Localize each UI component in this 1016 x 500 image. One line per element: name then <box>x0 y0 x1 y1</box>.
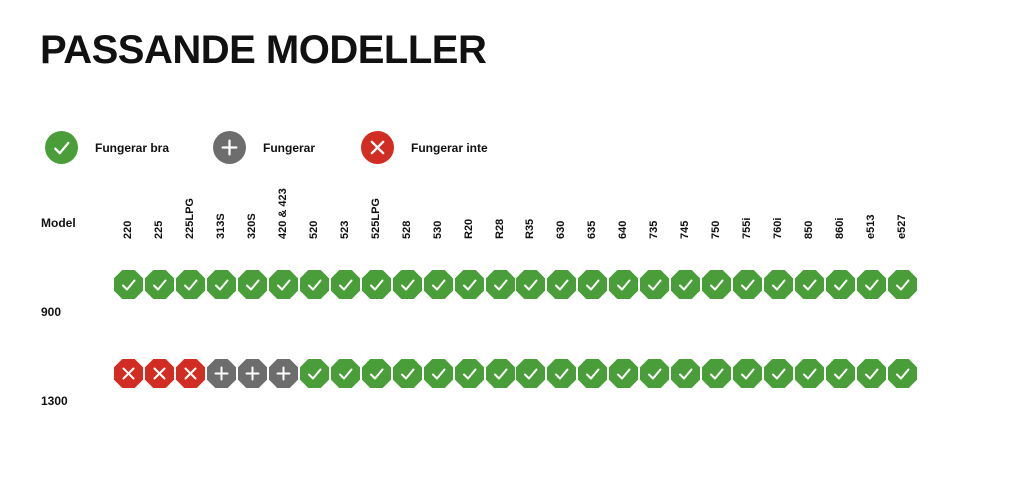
column-header-label: 850 <box>803 220 816 239</box>
plus-icon <box>237 359 267 388</box>
column-header-label: 860i <box>834 217 847 239</box>
check-icon <box>826 359 856 388</box>
check-icon <box>609 359 639 388</box>
check-icon <box>45 131 78 164</box>
check-icon <box>361 359 391 388</box>
column-header-label: 745 <box>679 220 692 239</box>
check-icon <box>578 359 608 388</box>
check-icon <box>764 270 794 299</box>
check-icon <box>299 359 329 388</box>
check-icon <box>330 270 360 299</box>
cross-icon <box>175 359 205 388</box>
check-icon <box>857 359 887 388</box>
column-header-label: 420 & 423 <box>276 188 289 239</box>
check-icon <box>733 359 763 388</box>
column-header-label: 760i <box>772 217 785 239</box>
plus-icon <box>213 131 246 164</box>
check-icon <box>454 359 484 388</box>
check-icon <box>857 270 887 299</box>
check-icon <box>423 359 453 388</box>
check-icon <box>547 270 577 299</box>
check-icon <box>671 270 701 299</box>
check-icon <box>888 270 917 299</box>
check-icon <box>114 270 143 299</box>
column-header-label: 640 <box>617 220 630 239</box>
check-icon <box>392 270 422 299</box>
column-header-label: 735 <box>648 220 661 239</box>
check-icon <box>516 270 546 299</box>
column-header-label: 635 <box>586 220 599 239</box>
check-icon <box>268 270 298 299</box>
check-icon <box>454 270 484 299</box>
check-icon <box>237 270 267 299</box>
column-header-label: e527 <box>896 214 908 239</box>
check-icon <box>764 359 794 388</box>
legend-item-ok: Fungerar <box>213 131 315 164</box>
check-icon <box>640 270 670 299</box>
check-icon <box>733 270 763 299</box>
column-header-label: R20 <box>462 218 475 239</box>
check-icon <box>640 359 670 388</box>
column-header-label: 225 <box>152 220 165 239</box>
page-title: PASSANDE MODELLER <box>40 28 487 72</box>
model-header-label: Model <box>41 216 76 230</box>
column-header-label: 630 <box>555 220 568 239</box>
column-header-label: 750 <box>710 220 723 239</box>
check-icon <box>702 359 732 388</box>
check-icon <box>671 359 701 388</box>
check-icon <box>392 359 422 388</box>
check-icon <box>361 270 391 299</box>
column-header-label: 525LPG <box>369 198 382 239</box>
legend-label-bad: Fungerar inte <box>411 140 488 155</box>
check-icon <box>795 359 825 388</box>
column-header-label: 225LPG <box>183 198 196 239</box>
cross-icon <box>144 359 174 388</box>
legend-item-bad: Fungerar inte <box>361 131 488 164</box>
column-header-label: 320S <box>245 213 258 239</box>
column-header-label: R28 <box>493 218 506 239</box>
column-header-label: 755i <box>741 217 754 239</box>
check-icon <box>299 270 329 299</box>
plus-icon <box>268 359 298 388</box>
check-icon <box>578 270 608 299</box>
check-icon <box>330 359 360 388</box>
column-header-label: 520 <box>307 220 320 239</box>
check-icon <box>206 270 236 299</box>
check-icon <box>175 270 205 299</box>
column-header-label: R35 <box>524 218 537 239</box>
cross-icon <box>361 131 394 164</box>
legend-label-ok: Fungerar <box>263 140 316 155</box>
legend-label-good: Fungerar bra <box>95 140 170 155</box>
row-label-model: 900 <box>41 305 62 319</box>
check-icon <box>547 359 577 388</box>
cross-icon <box>114 359 143 388</box>
column-header-label: 528 <box>400 220 413 239</box>
check-icon <box>795 270 825 299</box>
plus-icon <box>206 359 236 388</box>
check-icon <box>485 270 515 299</box>
column-header-label: e513 <box>865 214 878 239</box>
check-icon <box>144 270 174 299</box>
legend-item-good: Fungerar bra <box>45 131 169 164</box>
column-header-label: 523 <box>338 220 351 239</box>
check-icon <box>516 359 546 388</box>
column-header-label: 530 <box>431 220 444 239</box>
column-header-label: 313S <box>214 213 227 239</box>
check-icon <box>702 270 732 299</box>
row-label-model: 1300 <box>41 394 68 408</box>
check-icon <box>485 359 515 388</box>
column-header-label: 220 <box>122 220 134 239</box>
check-icon <box>888 359 917 388</box>
check-icon <box>826 270 856 299</box>
check-icon <box>423 270 453 299</box>
check-icon <box>609 270 639 299</box>
